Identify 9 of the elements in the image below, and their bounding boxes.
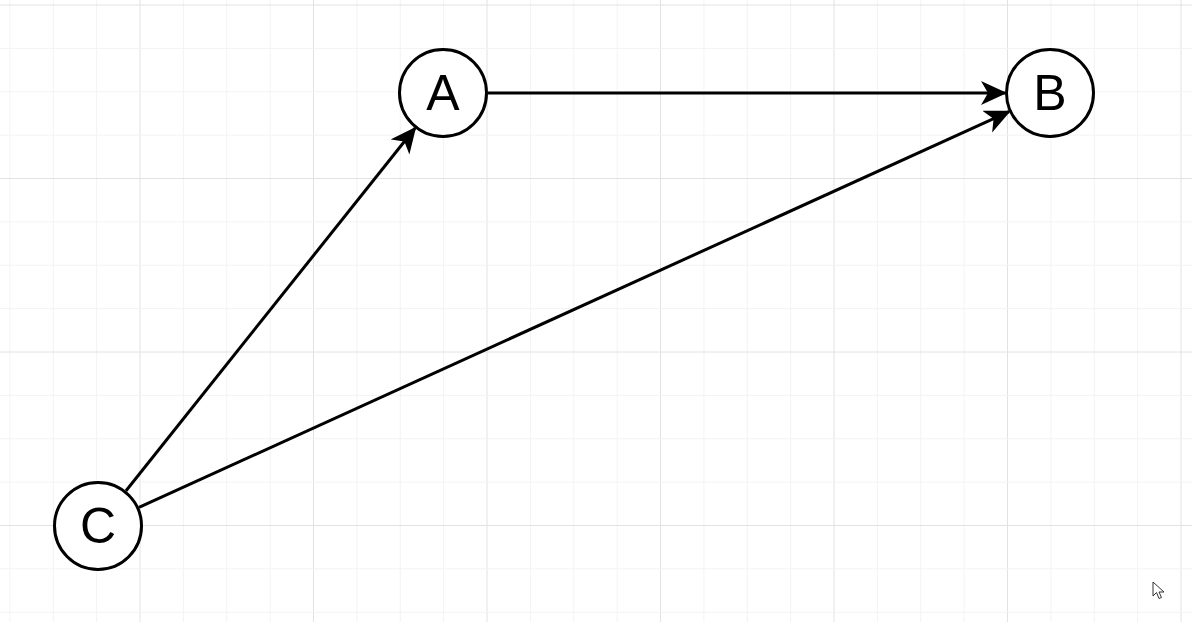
arrow [124, 126, 417, 492]
node-label: A [426, 68, 460, 118]
node-label: B [1033, 68, 1067, 118]
arrow [488, 81, 1007, 105]
node-label: C [79, 501, 117, 551]
arrow [138, 110, 1011, 509]
circle-node [53, 481, 143, 571]
circle-node [398, 48, 488, 138]
circle-node [1005, 48, 1095, 138]
